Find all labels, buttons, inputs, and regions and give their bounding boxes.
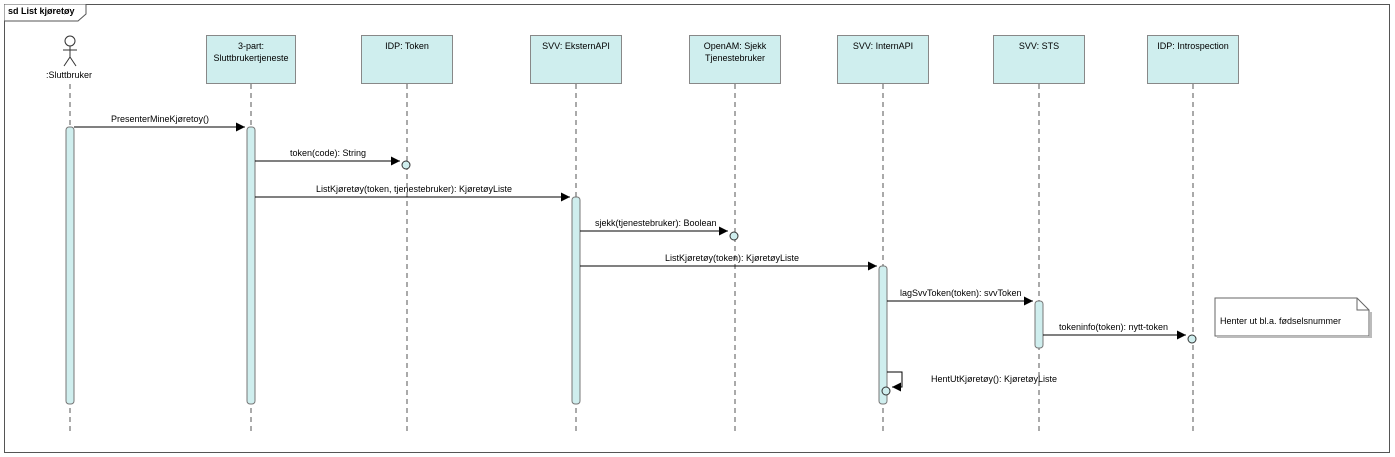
- message-label-presenter: PresenterMineKjøretoy(): [111, 114, 210, 124]
- lifeline-title-line1: SVV: InternAPI: [852, 41, 914, 51]
- lifeline-box-idp-token: IDP: Token: [361, 35, 453, 84]
- exec-introspection: [1187, 334, 1197, 344]
- frame-title: sd List kjøretøy: [8, 6, 75, 16]
- execution-markers: [401, 160, 1197, 396]
- lifeline-box-eksternapi: SVV: EksternAPI: [530, 35, 622, 84]
- activation-eksternapi: [571, 196, 581, 405]
- activation-sts: [1034, 300, 1044, 349]
- lifeline-box-openam: OpenAM: Sjekk Tjenestebruker: [689, 35, 781, 84]
- lifeline-title-line1: OpenAM: Sjekk: [703, 41, 767, 51]
- activation-bars: [65, 126, 1044, 405]
- activation-sluttbruker: [65, 126, 75, 405]
- lifeline-title-line2: Sluttbrukertjeneste: [213, 53, 289, 63]
- actor-figure: [63, 35, 77, 67]
- lifeline-box-sts: SVV: STS: [993, 35, 1085, 84]
- lifeline-title-line1: IDP: Token: [385, 41, 429, 51]
- message-label-listkjoretoy: ListKjøretøy(token, tjenestebruker): Kjø…: [316, 184, 513, 194]
- lifeline-title-line1: SVV: EksternAPI: [542, 41, 610, 51]
- message-label-hentut: HentUtKjøretøy(): KjøretøyListe: [931, 374, 1058, 384]
- note-shape: [1214, 297, 1372, 338]
- activation-internapi: [878, 265, 888, 405]
- lifeline-box-introspection: IDP: Introspection: [1147, 35, 1239, 84]
- exec-idp-token: [401, 160, 411, 170]
- diagram-frame: [4, 4, 1390, 453]
- message-label-lagsvvtoken: lagSvvToken(token): svvToken: [900, 288, 1022, 298]
- frame-title-tab: [4, 4, 87, 22]
- lifeline-box-sluttbrukertjeneste: 3-part: Sluttbrukertjeneste: [206, 35, 296, 84]
- lifeline-title-line2: Tjenestebruker: [704, 53, 766, 63]
- lifeline-box-internapi: SVV: InternAPI: [837, 35, 929, 84]
- exec-internapi-self: [881, 386, 891, 396]
- message-label-listkjoretoy-intern: ListKjøretøy(token): KjøretøyListe: [665, 253, 800, 263]
- activation-sluttbrukertjeneste: [246, 126, 256, 405]
- exec-openam: [729, 231, 739, 241]
- message-label-token: token(code): String: [290, 148, 367, 158]
- message-label-tokeninfo: tokeninfo(token): nytt-token: [1059, 322, 1169, 332]
- msg-hentut-self-arrow: [887, 371, 903, 392]
- lifeline-title-line1: IDP: Introspection: [1157, 41, 1229, 51]
- note-text: Henter ut bl.a. fødselsnummer: [1220, 316, 1342, 326]
- message-arrows: [74, 122, 1186, 392]
- lifeline-title-line1: SVV: STS: [1018, 41, 1060, 51]
- message-label-sjekk: sjekk(tjenestebruker): Boolean: [595, 218, 717, 228]
- lifeline-title-line1: 3-part:: [237, 41, 264, 51]
- actor-label: :Sluttbruker: [46, 70, 93, 80]
